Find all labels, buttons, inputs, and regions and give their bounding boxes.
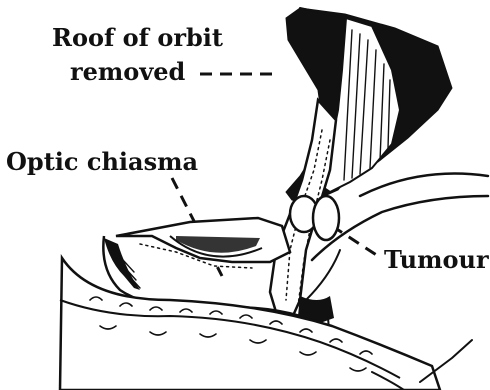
optic-chiasma bbox=[116, 218, 290, 268]
scalp-flap bbox=[60, 258, 472, 390]
label-tumour: Tumour bbox=[384, 245, 489, 274]
label-roof-of-orbit-line1: Roof of orbit bbox=[52, 23, 223, 52]
label-optic-chiasma: Optic chiasma bbox=[6, 147, 198, 176]
label-roof-of-orbit-line2: removed bbox=[70, 57, 186, 86]
